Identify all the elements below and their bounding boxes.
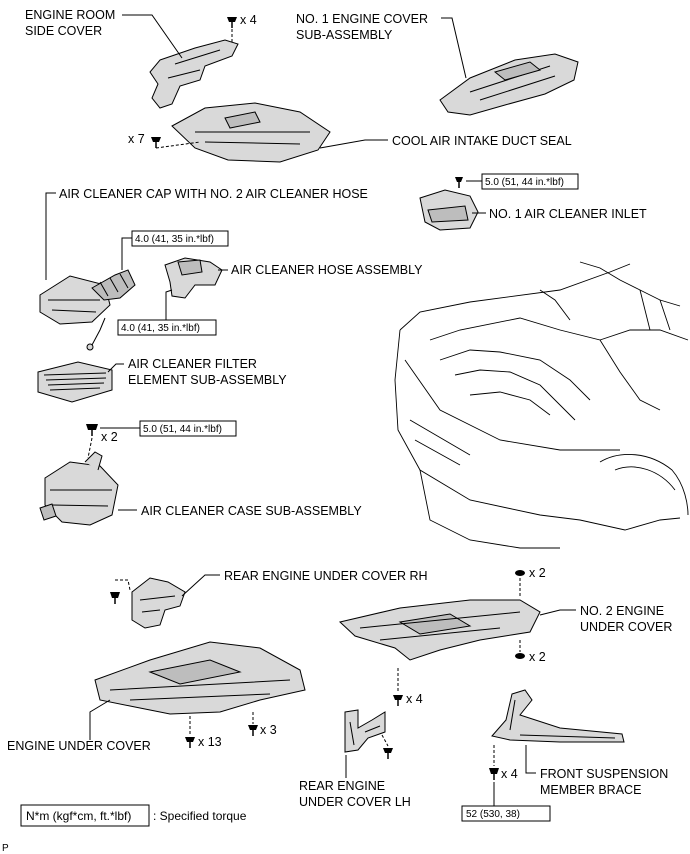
leader-line <box>525 745 536 774</box>
legend-torque-box <box>20 804 150 827</box>
no2-engine-under-cover-label-2: UNDER COVER <box>580 620 672 634</box>
torque-box-brace <box>461 805 551 822</box>
rear-lh-bolt-qty: x 4 <box>406 692 423 706</box>
rear-engine-under-cover-rh-label: REAR ENGINE UNDER COVER RH <box>224 569 428 583</box>
leader-line <box>45 192 56 280</box>
dashed-guide <box>381 734 389 747</box>
no1-engine-cover-label-1: NO. 1 ENGINE COVER <box>296 12 428 26</box>
clip-icon <box>515 653 525 659</box>
cool-air-intake-duct-seal-part <box>171 102 331 163</box>
air-cleaner-case-part <box>39 451 119 526</box>
case-bolt-qty: x 2 <box>101 430 118 444</box>
bolt-icon <box>489 768 499 780</box>
rear-engine-under-cover-rh-part <box>131 577 186 629</box>
clip-icon <box>515 570 525 576</box>
torque-brace-value: 52 (530, 38) <box>466 809 520 820</box>
clip-icon <box>455 177 463 188</box>
no1-air-cleaner-inlet-label: NO. 1 AIR CLEANER INLET <box>489 207 647 221</box>
engine-under-cover-label: ENGINE UNDER COVER <box>7 739 151 753</box>
leader-line <box>441 17 467 79</box>
no2-engine-under-cover-part <box>338 599 541 661</box>
leader-line <box>165 289 173 320</box>
under-cover-bolt-qty: x 13 <box>198 735 222 749</box>
vehicle-front-illustration <box>394 261 689 549</box>
torque-cap-value: 4.0 (41, 35 in.*lbf) <box>135 234 214 245</box>
dashed-guide <box>115 579 131 591</box>
dashed-guide <box>87 437 93 459</box>
no1-engine-cover-label-2: SUB-ASSEMBLY <box>296 28 393 42</box>
air-cleaner-filter-part <box>37 361 113 403</box>
under-cover-screw-qty: x 3 <box>260 723 277 737</box>
legend-description: : Specified torque <box>153 809 247 823</box>
rear-engine-under-cover-lh-part <box>344 709 386 753</box>
engine-under-cover-part <box>94 641 306 715</box>
no1-engine-cover-part <box>439 53 579 116</box>
engine-room-side-cover-label-2: SIDE COVER <box>25 24 102 38</box>
air-cleaner-cap-label: AIR CLEANER CAP WITH NO. 2 AIR CLEANER H… <box>59 187 368 201</box>
torque-hose-value: 4.0 (41, 35 in.*lbf) <box>121 323 200 334</box>
no2-cover-bottom-qty: x 2 <box>529 650 546 664</box>
leader-line <box>319 139 388 149</box>
leader-line <box>539 609 576 616</box>
bolt-icon <box>86 424 98 436</box>
dashed-guide <box>155 141 201 149</box>
bolt-icon <box>383 748 393 759</box>
leader-line <box>181 574 220 597</box>
air-cleaner-filter-label-2: ELEMENT SUB-ASSEMBLY <box>128 373 287 387</box>
torque-box-hose <box>117 319 217 336</box>
air-cleaner-cap-part <box>39 269 136 351</box>
rear-engine-under-cover-lh-label-1: REAR ENGINE <box>299 779 385 793</box>
cool-air-intake-duct-seal-label: COOL AIR INTAKE DUCT SEAL <box>392 134 572 148</box>
rear-engine-under-cover-lh-label-2: UNDER COVER LH <box>299 795 411 809</box>
side-cover-clip-qty: x 4 <box>240 13 257 27</box>
bolt-icon <box>110 592 120 604</box>
torque-case-value: 5.0 (51, 44 in.*lbf) <box>143 424 222 435</box>
brace-bolt-qty: x 4 <box>501 767 518 781</box>
leader-line <box>121 237 132 270</box>
air-cleaner-hose-assembly-part <box>164 257 223 299</box>
front-suspension-member-brace-label-2: MEMBER BRACE <box>540 783 641 797</box>
no2-cover-top-qty: x 2 <box>529 566 546 580</box>
leader-line <box>107 363 124 373</box>
air-cleaner-case-label: AIR CLEANER CASE SUB-ASSEMBLY <box>141 504 362 518</box>
no1-air-cleaner-inlet-part <box>419 189 479 231</box>
engine-room-side-cover-label-1: ENGINE ROOM <box>25 8 115 22</box>
legend-unit: N*m (kgf*cm, ft.*lbf) <box>26 809 131 823</box>
front-suspension-member-brace-label-1: FRONT SUSPENSION <box>540 767 668 781</box>
duct-seal-clip-qty: x 7 <box>128 132 145 146</box>
leader-line <box>122 14 183 59</box>
torque-inlet-value: 5.0 (51, 44 in.*lbf) <box>485 177 564 188</box>
air-cleaner-hose-assembly-label: AIR CLEANER HOSE ASSEMBLY <box>231 263 423 277</box>
no2-engine-under-cover-label-1: NO. 2 ENGINE <box>580 604 664 618</box>
leader-line <box>89 699 111 740</box>
clip-icon <box>227 17 237 28</box>
figure-code: P <box>2 843 9 854</box>
clip-icon <box>151 137 161 148</box>
front-suspension-member-brace-part <box>491 689 625 743</box>
screw-icon <box>248 725 258 736</box>
air-cleaner-filter-label-1: AIR CLEANER FILTER <box>128 357 257 371</box>
bolt-icon <box>185 737 195 748</box>
engine-room-side-cover-part <box>149 39 239 109</box>
bolt-icon <box>393 695 403 706</box>
